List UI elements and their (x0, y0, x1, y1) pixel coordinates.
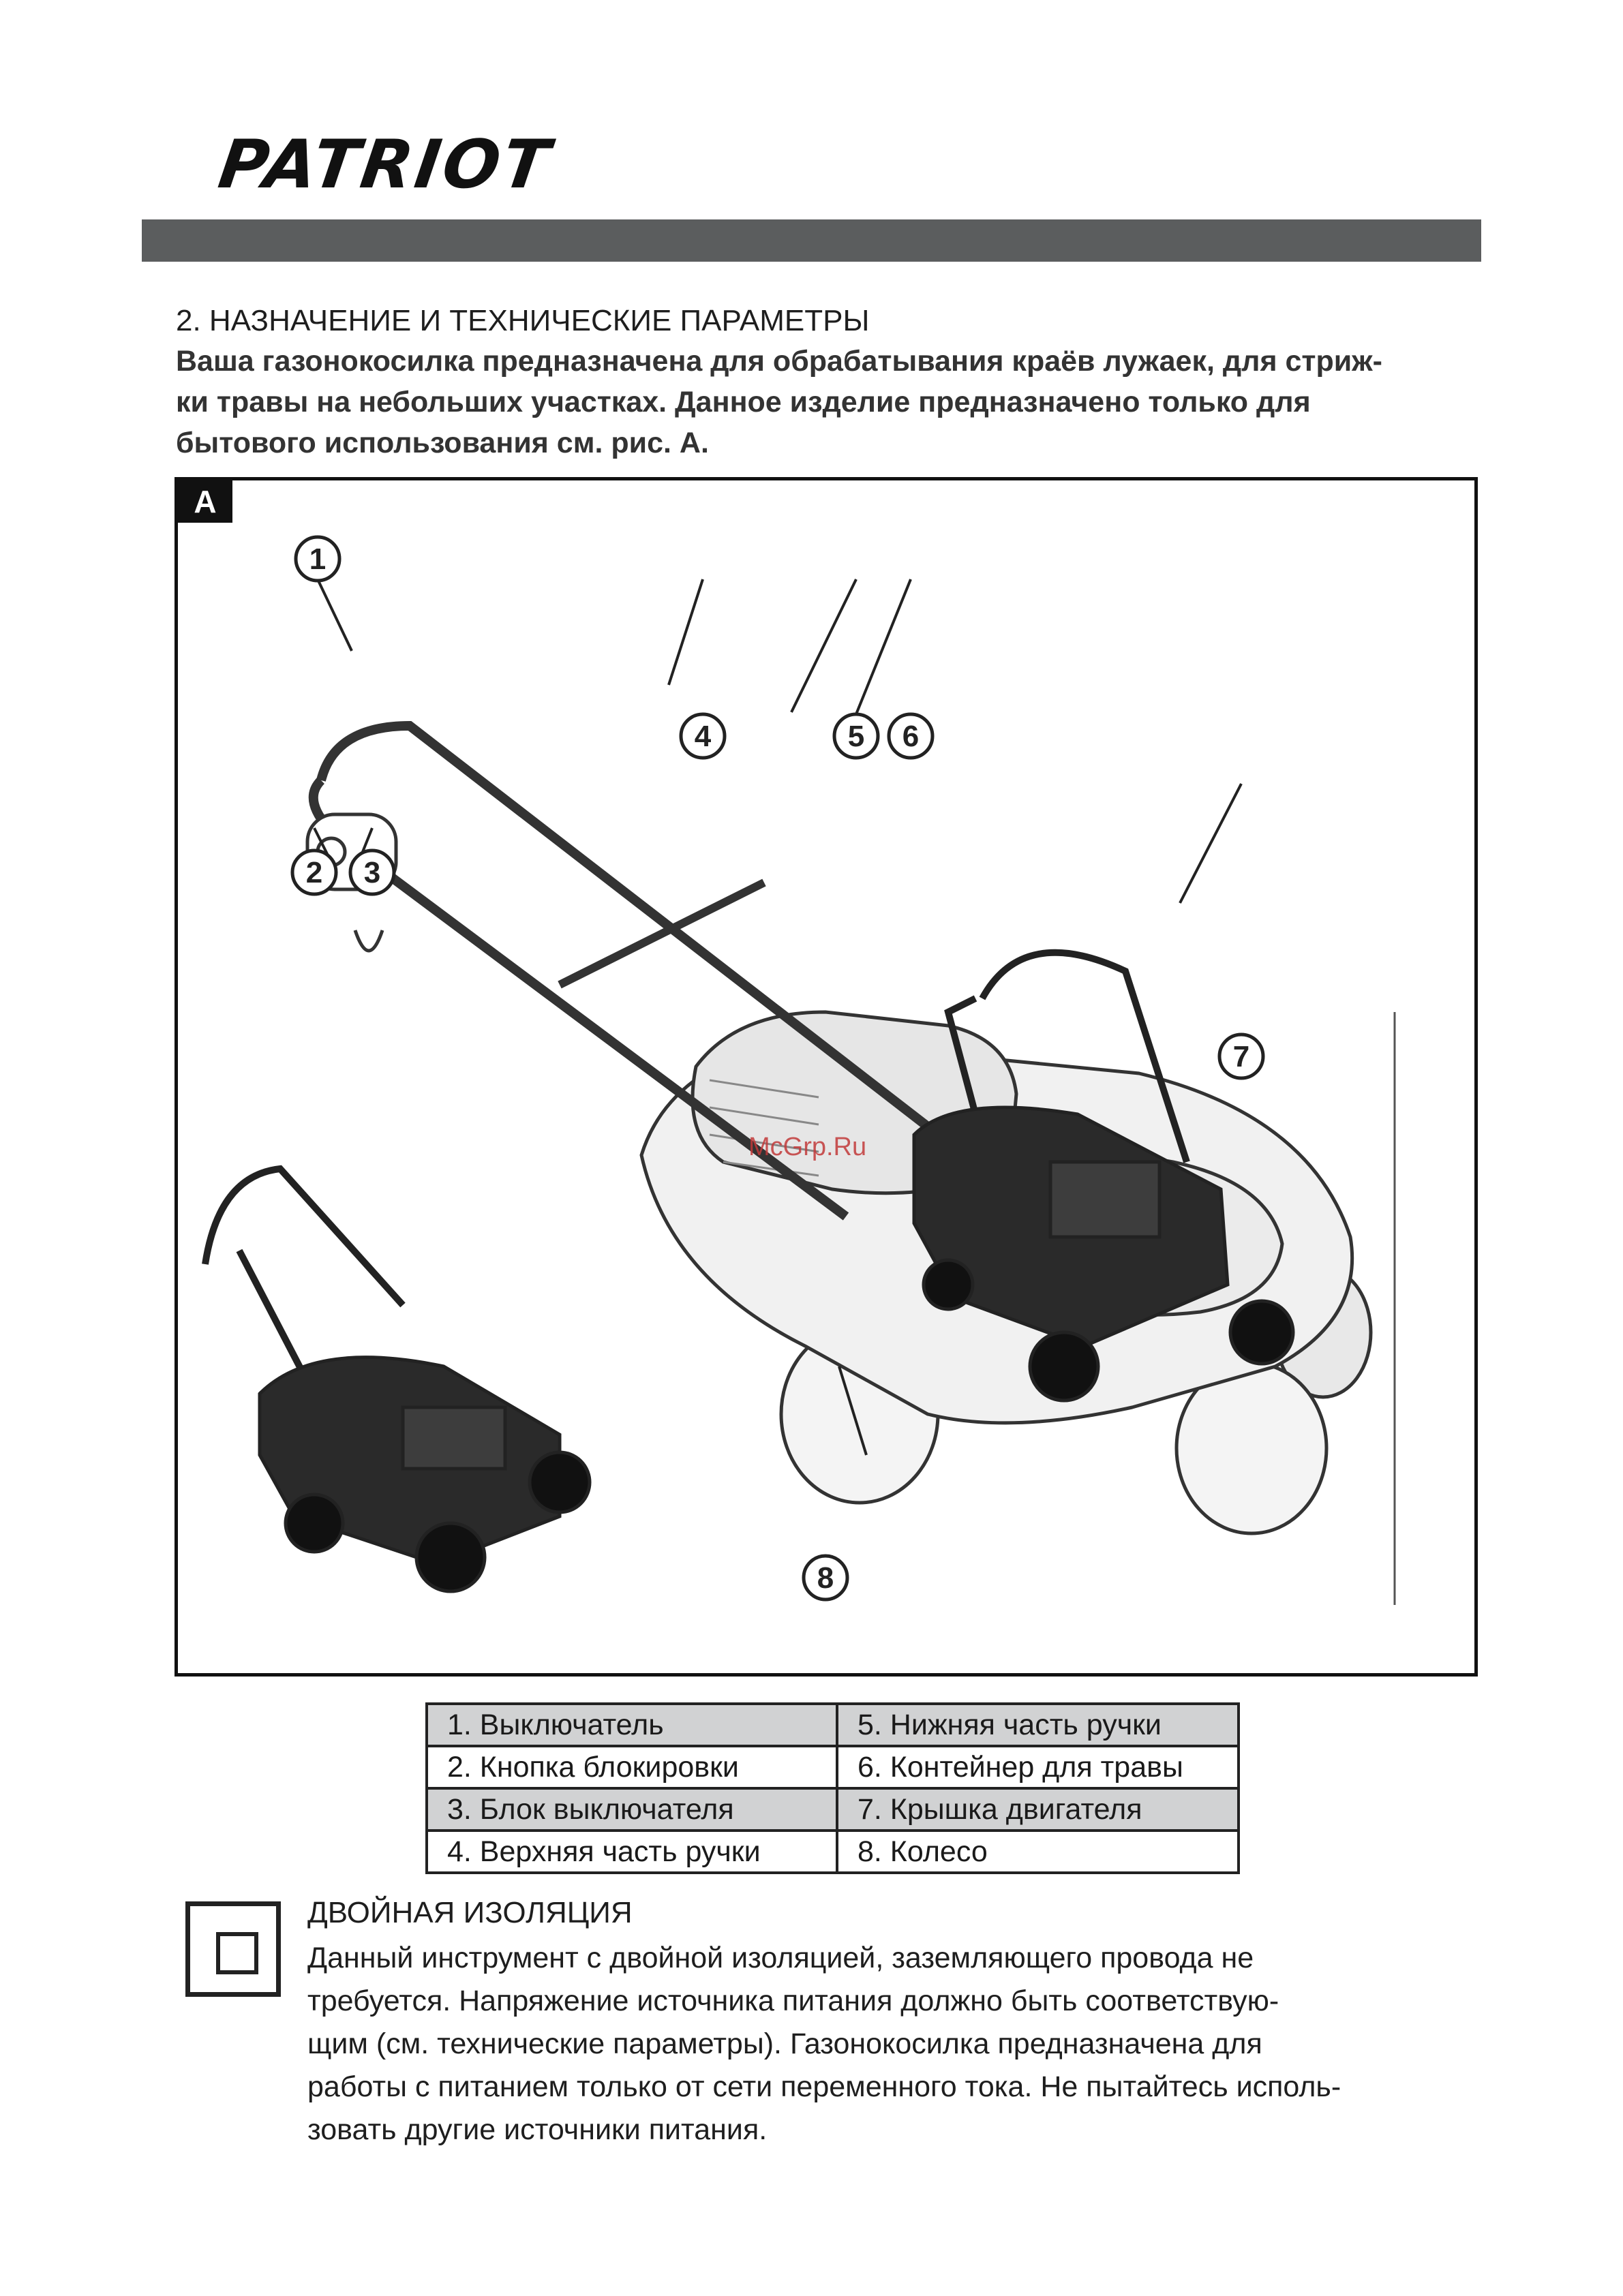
double-insulation-icon (185, 1901, 281, 1997)
callout-label: 6 (902, 720, 919, 753)
callout-4: 4 (679, 712, 727, 760)
mower-photo-right (912, 949, 1295, 1403)
parts-legend-table: 1. Выключатель 5. Нижняя часть ручки 2. … (425, 1702, 1240, 1874)
mower-illustration: 1 2 3 4 5 6 7 8 (202, 535, 1396, 1605)
table-cell: 7. Крышка двигателя (836, 1787, 1240, 1832)
callout-8: 8 (802, 1554, 849, 1602)
table-cell: 8. Колесо (836, 1829, 1240, 1874)
table-cell: 5. Нижняя часть ручки (836, 1702, 1240, 1747)
callout-label: 3 (364, 856, 380, 889)
intro-line: ки травы на небольших участках. Данное и… (176, 386, 1311, 418)
insulation-line: требуется. Напряжение источника питания … (307, 1985, 1279, 2017)
table-cell: 6. Контейнер для травы (836, 1745, 1240, 1790)
insulation-line: щим (см. технические параметры). Газонок… (307, 2027, 1262, 2060)
watermark: McGrp.Ru (748, 1133, 867, 1161)
insulation-line: работы с питанием только от сети перемен… (307, 2070, 1341, 2103)
table-cell: 2. Кнопка блокировки (425, 1745, 838, 1790)
callout-label: 4 (695, 720, 712, 753)
callout-3: 3 (348, 848, 396, 896)
table-row: 4. Верхняя часть ручки 8. Колесо (425, 1829, 1240, 1874)
table-row: 1. Выключатель 5. Нижняя часть ручки (425, 1702, 1240, 1747)
callout-5: 5 (832, 712, 880, 760)
callout-label: 2 (306, 856, 322, 889)
table-row: 2. Кнопка блокировки 6. Контейнер для тр… (425, 1745, 1240, 1790)
figure-a: 1 2 3 4 5 6 7 8 A (175, 477, 1478, 1677)
header-bar (142, 219, 1481, 262)
table-cell: 1. Выключатель (425, 1702, 838, 1747)
section-title: 2. НАЗНАЧЕНИЕ И ТЕХНИЧЕСКИЕ ПАРАМЕТРЫ (176, 304, 870, 337)
mower-photo-left (202, 1165, 592, 1593)
callout-7: 7 (1217, 1032, 1265, 1080)
insulation-line: Данный инструмент с двойной изоляцией, з… (307, 1942, 1254, 1974)
callout-label: 7 (1233, 1040, 1249, 1073)
table-cell: 4. Верхняя часть ручки (425, 1829, 838, 1874)
insulation-paragraph: Данный инструмент с двойной изоляцией, з… (307, 1937, 1466, 2152)
figure-tag: A (178, 480, 232, 523)
intro-line: Ваша газонокосилка предназначена для обр… (176, 345, 1382, 378)
insulation-title: ДВОЙНАЯ ИЗОЛЯЦИЯ (307, 1896, 633, 1929)
callout-1: 1 (294, 535, 342, 583)
callout-label: 1 (309, 542, 326, 576)
intro-line: бытового использования см. рис. А. (176, 427, 709, 459)
callout-label: 5 (848, 720, 864, 753)
callout-2: 2 (290, 848, 338, 896)
insulation-line: зовать другие источники питания. (307, 2113, 768, 2146)
table-cell: 3. Блок выключателя (425, 1787, 838, 1832)
intro-paragraph: Ваша газонокосилка предназначена для обр… (176, 341, 1478, 463)
brand-logo: PATRIOT (213, 126, 557, 204)
callout-label: 8 (817, 1561, 834, 1595)
callout-6: 6 (887, 712, 935, 760)
table-row: 3. Блок выключателя 7. Крышка двигателя (425, 1787, 1240, 1832)
